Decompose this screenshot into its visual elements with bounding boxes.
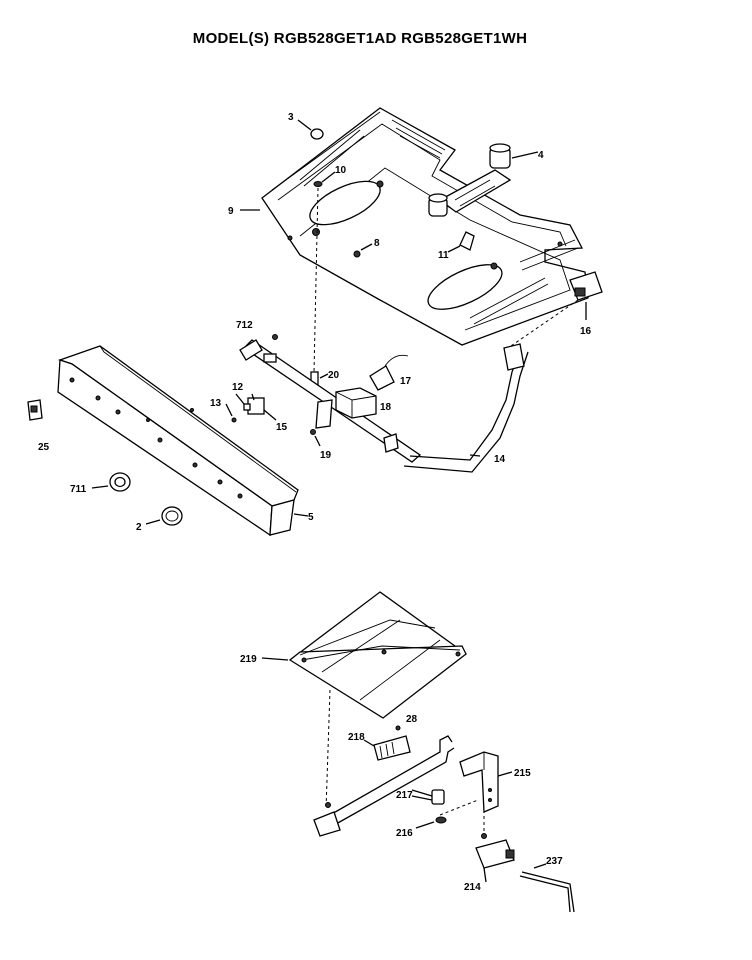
label-20: 20 (328, 370, 340, 381)
part-14-tube (403, 343, 529, 473)
label-217: 217 (396, 790, 413, 801)
diagram-title: MODEL(S) RGB528GET1AD RGB528GET1WH (192, 30, 528, 47)
part-3-grommet (297, 119, 324, 140)
label-16: 16 (580, 326, 592, 337)
part-11-clip (447, 231, 475, 253)
part-19-screw (310, 429, 316, 435)
part-labels: 3 4 10 9 8 11 16 712 20 17 18 12 13 15 1… (38, 112, 592, 893)
label-219: 219 (240, 654, 257, 665)
part-18-bracket (335, 387, 377, 419)
label-17: 17 (400, 376, 412, 387)
part-8-screw (353, 243, 373, 258)
part-4-spark-module (428, 143, 539, 217)
part-215-bracket (459, 751, 513, 813)
label-8: 8 (374, 238, 380, 249)
part-711-bezel (91, 472, 131, 492)
part-219-burner-shield (261, 591, 468, 719)
label-5: 5 (308, 512, 314, 523)
label-4: 4 (538, 150, 544, 161)
label-15: 15 (276, 422, 288, 433)
label-215: 215 (514, 768, 531, 779)
part-25-clip (27, 399, 43, 421)
label-2: 2 (136, 522, 142, 533)
alignment-line-3 (325, 689, 331, 811)
broiler-tube (313, 735, 455, 837)
part-16-switch (569, 271, 603, 320)
label-9: 9 (228, 206, 234, 217)
part-216-washer (415, 816, 447, 829)
part-5-control-panel (57, 345, 309, 537)
part-17-connector (369, 354, 409, 391)
label-18: 18 (380, 402, 392, 413)
part-15-valve (243, 393, 277, 421)
part-214-valve (475, 833, 515, 883)
part-237-rod (519, 863, 575, 913)
label-216: 216 (396, 828, 413, 839)
burner-frame (261, 107, 589, 346)
label-28: 28 (406, 714, 418, 725)
label-25: 25 (38, 442, 50, 453)
alignment-line-2 (507, 299, 579, 349)
alignment-line-1 (313, 187, 319, 373)
label-712: 712 (236, 320, 253, 331)
label-19: 19 (320, 450, 332, 461)
part-2-knob (145, 506, 183, 526)
part-10-washer (313, 171, 336, 187)
label-218: 218 (348, 732, 365, 743)
part-13-screw (231, 417, 237, 423)
label-12: 12 (232, 382, 244, 393)
part-218-orifice-holder (363, 725, 411, 761)
label-3: 3 (288, 112, 294, 123)
label-10: 10 (335, 165, 347, 176)
part-217-nut (411, 789, 445, 805)
label-237: 237 (546, 856, 563, 867)
part-712-screw (272, 334, 278, 340)
label-11: 11 (438, 250, 449, 261)
gas-manifold (239, 339, 422, 463)
alignment-line-4 (439, 799, 479, 816)
label-14: 14 (494, 454, 506, 465)
label-711: 711 (70, 484, 87, 495)
label-13: 13 (210, 398, 222, 409)
label-214: 214 (464, 882, 481, 893)
